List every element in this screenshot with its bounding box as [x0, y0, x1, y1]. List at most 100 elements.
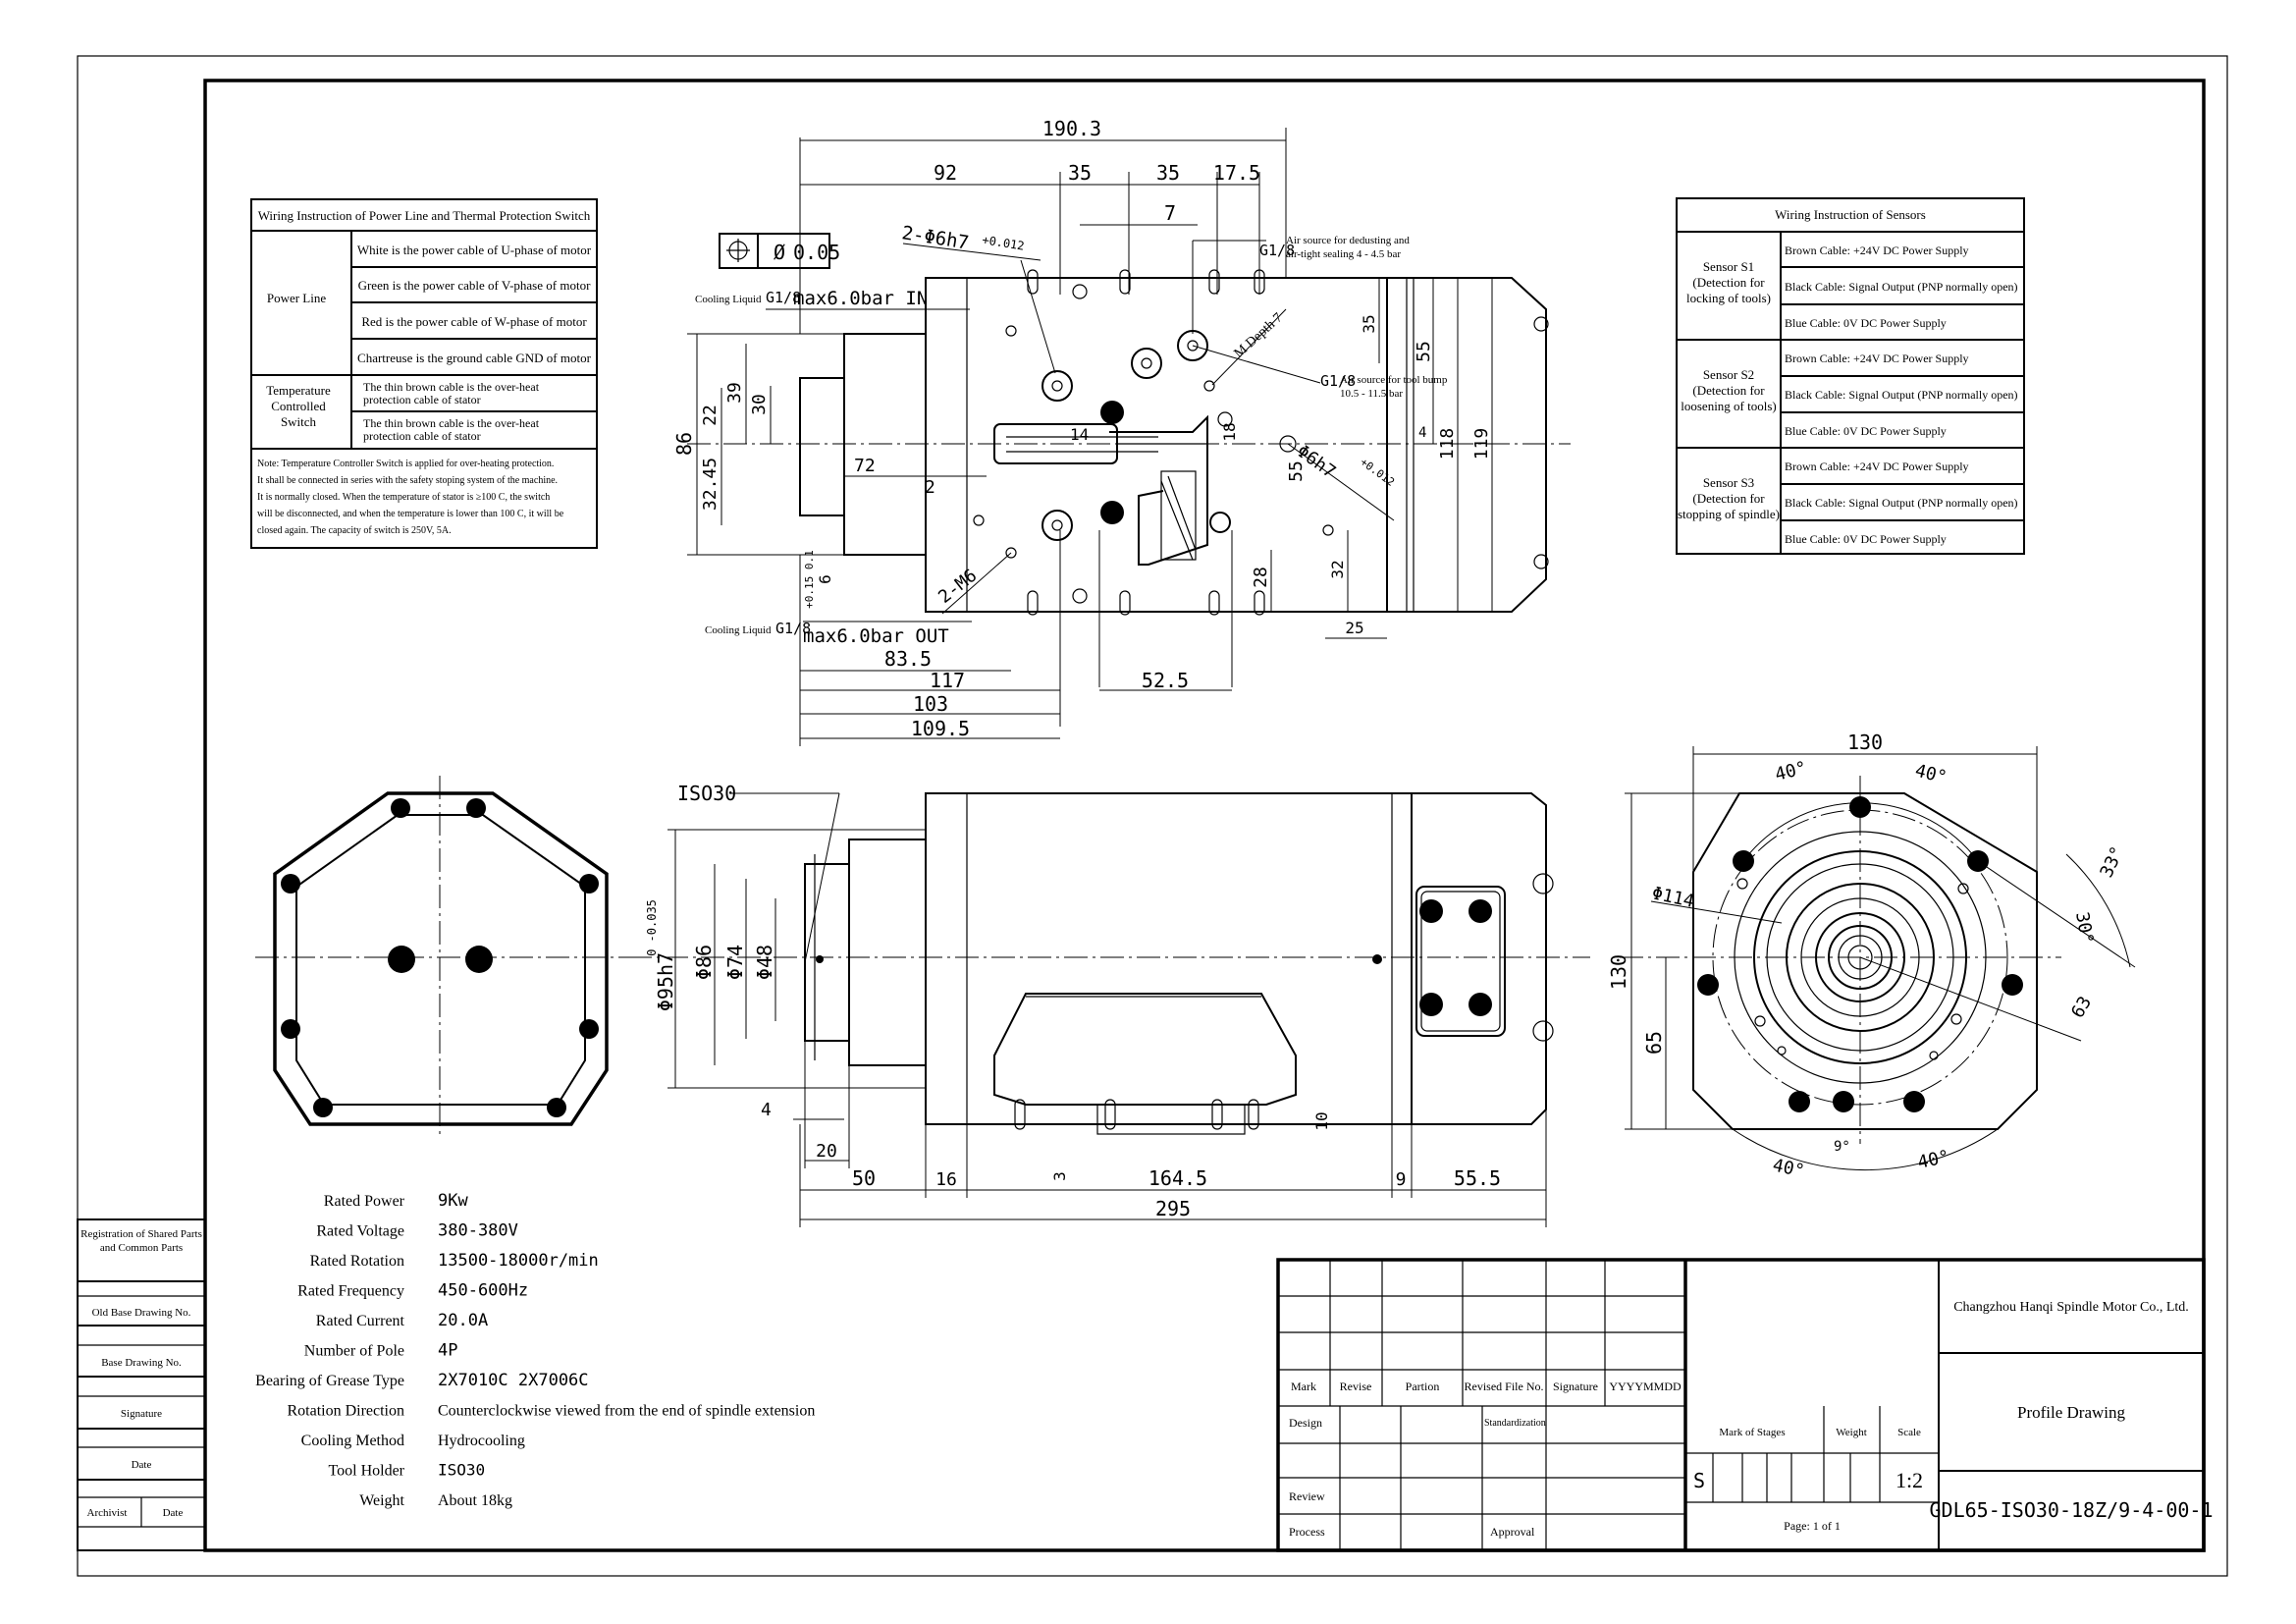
dim-55-right: 55 — [1414, 341, 1434, 362]
temp-label-3: Switch — [281, 414, 317, 429]
dim-28: 28 — [1251, 567, 1271, 588]
s1-black: Black Cable: Signal Output (PNP normally… — [1785, 280, 2018, 294]
spec-value: 2X7010C 2X7006C — [438, 1371, 589, 1390]
tolerance-frame — [719, 233, 830, 269]
spec-label: Rated Current — [316, 1313, 405, 1329]
hole2-tol: +0.012 — [1358, 456, 1397, 489]
dim-7: 7 — [1164, 201, 1176, 225]
dim-side-20: 20 — [816, 1141, 837, 1162]
temp-row-2a: The thin brown cable is the over-heat — [363, 416, 540, 430]
tb-weight: Weight — [1836, 1427, 1867, 1438]
top-slots — [1027, 269, 1265, 616]
angle-top-right: 40° — [1913, 760, 1949, 787]
g18-in: G1/8 — [766, 289, 801, 306]
end-half: 65 — [1642, 1031, 1666, 1055]
cooling-in-spec: max6.0bar IN — [793, 288, 928, 309]
note-2: It shall be connected in series with the… — [257, 475, 558, 486]
tb-scale: Scale — [1897, 1427, 1921, 1438]
sensor-wiring-table: Wiring Instruction of Sensors Sensor S1 … — [1676, 197, 2025, 555]
dim-side-3: 3 — [1050, 1171, 1069, 1181]
sensor-table-title: Wiring Instruction of Sensors — [1775, 207, 1926, 222]
dim-side-55-5: 55.5 — [1454, 1166, 1501, 1190]
power-line-label: Power Line — [267, 291, 327, 305]
power-wiring-table: Wiring Instruction of Power Line and The… — [250, 198, 598, 549]
dim-35-right: 35 — [1360, 314, 1378, 333]
note-5: closed again. The capacity of switch is … — [257, 525, 452, 536]
sensor-s3-1: Sensor S3 — [1703, 475, 1754, 490]
dim-83-5: 83.5 — [884, 647, 932, 671]
temp-row-2b: protection cable of stator — [363, 429, 481, 443]
sensor-s3-2: (Detection for — [1692, 491, 1765, 506]
dim-side-16: 16 — [935, 1169, 957, 1190]
dim-17-5: 17.5 — [1213, 161, 1260, 185]
air2-line-1: Air source for tool bump — [1340, 374, 1448, 386]
title-block: Mark Revise Partion Revised File No. Sig… — [1276, 1258, 2213, 1552]
strip-date-2: Date — [163, 1507, 184, 1519]
strip-registration-1: Registration of Shared Parts — [80, 1228, 202, 1240]
note-1: Note: Temperature Controller Switch is a… — [257, 459, 554, 469]
spec-label: Weight — [359, 1492, 404, 1509]
dim-18: 18 — [1220, 422, 1239, 441]
sensor-s1-2: (Detection for — [1692, 275, 1765, 290]
hole-tol: +0.012 — [982, 233, 1026, 253]
g18-out: G1/8 — [775, 620, 811, 637]
svg-text:Ø: Ø — [774, 241, 785, 264]
dim-103: 103 — [913, 692, 948, 716]
cooling-out-spec: max6.0bar OUT — [803, 625, 949, 647]
tb-standardization: Standardization — [1484, 1418, 1546, 1429]
spec-value: Hydrocooling — [438, 1433, 525, 1449]
power-row-2: Green is the power cable of V-phase of m… — [358, 278, 591, 293]
tb-signature: Signature — [1553, 1380, 1598, 1393]
angle-bottom-9: 9° — [1834, 1139, 1850, 1155]
dim-32-45: 32.45 — [700, 458, 721, 511]
strip-base: Base Drawing No. — [101, 1357, 182, 1369]
power-row-1: White is the power cable of U-phase of m… — [357, 243, 592, 257]
dim-86: 86 — [672, 432, 696, 456]
s3-black: Black Cable: Signal Output (PNP normally… — [1785, 496, 2018, 510]
tb-design: Design — [1289, 1416, 1322, 1430]
spec-label: Rated Voltage — [316, 1223, 404, 1240]
dim-dia-95-tol: 0 -0.035 — [645, 899, 659, 956]
s1-blue: Blue Cable: 0V DC Power Supply — [1785, 316, 1947, 330]
spec-value: 13500-18000r/min — [438, 1251, 599, 1271]
dim-side-295: 295 — [1155, 1197, 1191, 1220]
dim-30: 30 — [749, 394, 770, 415]
s2-black: Black Cable: Signal Output (PNP normally… — [1785, 388, 2018, 402]
dim-109-5: 109.5 — [911, 717, 970, 740]
end-width: 130 — [1847, 731, 1883, 754]
dim-2: 2 — [925, 477, 935, 498]
dim-4: 4 — [1418, 425, 1426, 441]
dim-dia-86: Φ86 — [692, 945, 716, 980]
angle-top-left: 40° — [1773, 758, 1809, 785]
dim-14: 14 — [1070, 425, 1089, 444]
dim-side-9: 9 — [1396, 1169, 1407, 1190]
spec-label: Rotation Direction — [287, 1403, 404, 1420]
s1-brown: Brown Cable: +24V DC Power Supply — [1785, 244, 1969, 257]
dim-72: 72 — [854, 456, 876, 476]
sensor-s2-1: Sensor S2 — [1703, 367, 1754, 382]
angle-bottom-left: 40° — [1771, 1155, 1806, 1181]
s3-blue: Blue Cable: 0V DC Power Supply — [1785, 532, 1947, 546]
tb-revised-file: Revised File No. — [1465, 1380, 1544, 1393]
spec-value: 450-600Hz — [438, 1281, 528, 1301]
dim-dia-48: Φ48 — [753, 945, 776, 980]
temp-row-1b: protection cable of stator — [363, 393, 481, 406]
air2-line-2: 10.5 - 11.5 bar — [1340, 388, 1403, 400]
dim-side-164-5: 164.5 — [1148, 1166, 1207, 1190]
inner-border — [203, 79, 2206, 1552]
tb-mark: Mark — [1291, 1380, 1316, 1393]
strip-archivist: Archivist — [87, 1507, 128, 1519]
spec-value: 9Kw — [438, 1191, 468, 1211]
hole-callout: 2-Φ6h7 — [900, 222, 970, 253]
slot-tol: +0.15 0.1 — [803, 550, 816, 609]
air1-line-2: air-tight sealing 4 - 4.5 bar — [1286, 248, 1401, 260]
dim-35-a: 35 — [1068, 161, 1092, 185]
tolerance-value: 0.05 — [793, 241, 840, 264]
tb-stage: S — [1693, 1469, 1705, 1492]
spec-value: ISO30 — [438, 1461, 485, 1480]
tb-date: YYYYMMDD — [1609, 1380, 1682, 1393]
end-height: 130 — [1607, 954, 1630, 990]
spec-value: Counterclockwise viewed from the end of … — [438, 1403, 815, 1420]
sensor-s2-3: loosening of tools) — [1681, 399, 1777, 413]
dim-32-right: 32 — [1328, 560, 1347, 578]
